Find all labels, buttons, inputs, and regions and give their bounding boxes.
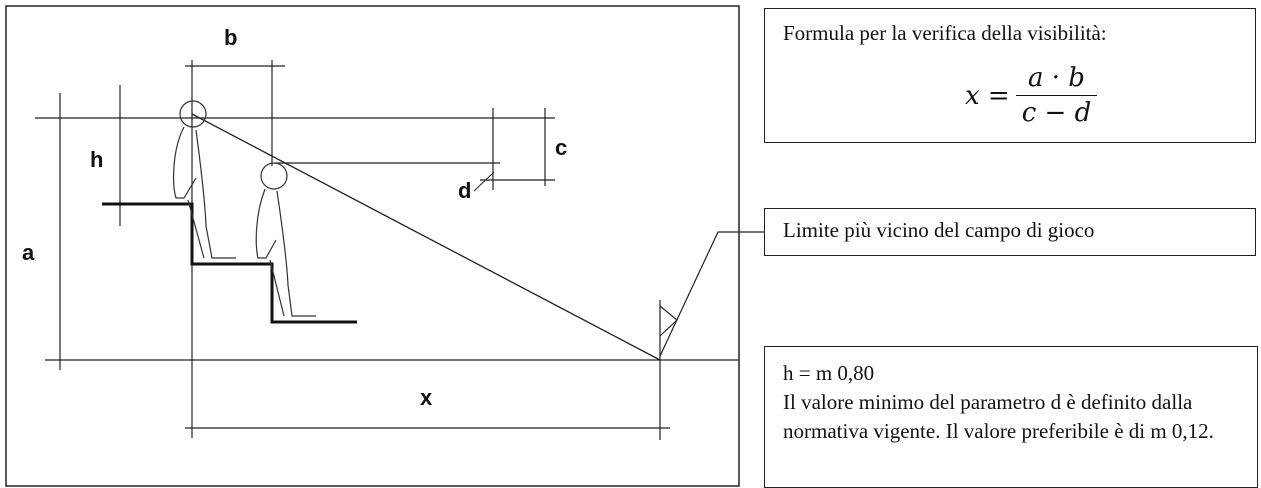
spectator-back bbox=[255, 162, 316, 317]
label-h: h bbox=[90, 147, 103, 172]
notes-h-value: h = m 0,80 bbox=[783, 361, 875, 385]
field-limit-text: Limite più vicino del campo di gioco bbox=[783, 218, 1095, 242]
formula-lhs: x = bbox=[965, 80, 1010, 111]
formula-box: Formula per la verifica della visibilità… bbox=[764, 8, 1256, 143]
label-a: a bbox=[22, 240, 35, 265]
notes-box: h = m 0,80 Il valore minimo del parametr… bbox=[764, 346, 1258, 488]
label-x: x bbox=[420, 385, 433, 410]
fraction-bar bbox=[1015, 95, 1098, 96]
spectator-front bbox=[173, 100, 236, 259]
field-limit-flag-icon bbox=[659, 305, 678, 337]
formula-fraction: a · b c − d bbox=[1015, 61, 1098, 130]
stand-steps bbox=[102, 202, 357, 324]
formula-title: Formula per la verifica della visibilità… bbox=[783, 21, 1107, 45]
label-c: c bbox=[555, 135, 567, 160]
sight-line bbox=[191, 113, 661, 361]
label-d: d bbox=[458, 178, 471, 203]
diagram-frame bbox=[5, 5, 740, 487]
visibility-formula: x = a · b c − d bbox=[965, 61, 1098, 130]
d-leader bbox=[473, 171, 495, 192]
limit-leader bbox=[659, 231, 765, 357]
notes-d-text: Il valore minimo del parametro d è defin… bbox=[783, 390, 1214, 443]
field-limit-box: Limite più vicino del campo di gioco bbox=[764, 208, 1256, 256]
formula-numerator: a · b bbox=[1028, 63, 1085, 93]
formula-denominator: c − d bbox=[1021, 98, 1092, 128]
label-b: b bbox=[224, 25, 237, 50]
